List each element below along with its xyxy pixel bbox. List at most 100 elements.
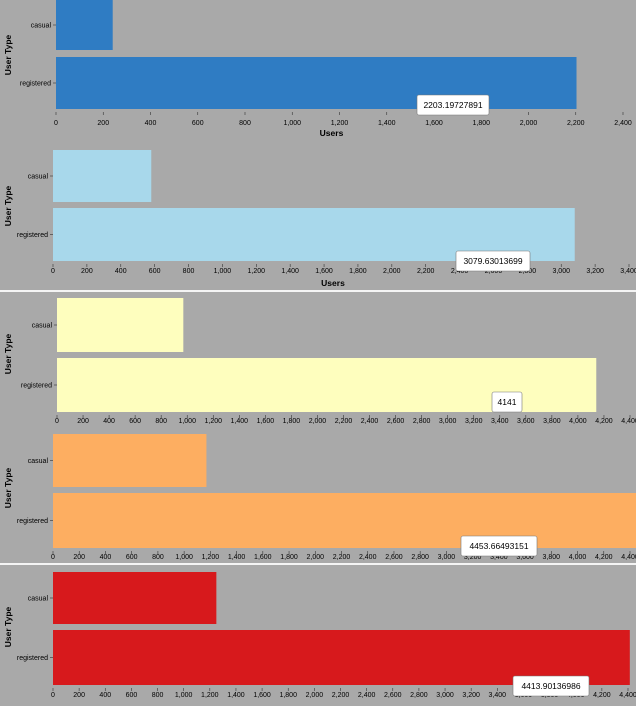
x-tick-label: 800 (183, 268, 195, 275)
x-tick-label: 3,400 (489, 692, 507, 699)
category-label-registered: registered (21, 383, 52, 390)
x-tick-label: 4,000 (569, 554, 587, 561)
x-tick-label: 2,000 (520, 120, 538, 127)
x-tick-label: 1,200 (248, 268, 266, 275)
x-tick-label: 2,400 (358, 692, 376, 699)
x-tick-label: 0 (51, 268, 55, 275)
bar-casual (53, 572, 217, 624)
y-axis-label: User Type (3, 34, 13, 75)
x-tick-label: 1,200 (205, 418, 223, 425)
category-label-registered: registered (17, 518, 48, 525)
x-tick-label: 3,200 (462, 692, 480, 699)
x-tick-label: 400 (115, 268, 127, 275)
tooltip-box (460, 535, 538, 557)
x-tick-label: 3,800 (543, 418, 561, 425)
x-tick-label: 200 (81, 268, 93, 275)
category-label-casual: casual (31, 23, 52, 30)
x-tick-label: 4,200 (595, 554, 613, 561)
chart-svg-5: User Type casual registered 0 200 400 600 800 1,… (3, 572, 636, 699)
x-tick-label: 0 (51, 692, 55, 699)
x-tick-label: 0 (54, 120, 58, 127)
x-tick-label: 1,800 (280, 554, 298, 561)
bar-casual (56, 0, 113, 50)
tooltip-box (416, 94, 490, 116)
category-label-registered: registered (17, 655, 48, 662)
x-tick-label: 1,000 (214, 268, 232, 275)
x-tick-label: 1,400 (231, 418, 249, 425)
x-tick-label: 1,000 (283, 120, 301, 127)
x-tick-label: 1,600 (315, 268, 333, 275)
x-tick-label: 2,600 (387, 418, 405, 425)
x-tick-label: 2,200 (417, 268, 435, 275)
x-tick-label: 1,200 (331, 120, 349, 127)
x-tick-label: 3,400 (491, 418, 509, 425)
category-label-casual: casual (28, 458, 49, 465)
x-tick-label: 0 (55, 418, 59, 425)
x-tick-label: 2,400 (614, 120, 632, 127)
x-tick-label: 2,600 (385, 554, 403, 561)
divider-1 (0, 290, 636, 292)
x-tick-label: 2,000 (383, 268, 401, 275)
tooltip-box (455, 250, 531, 272)
x-tick-label: 1,400 (378, 120, 396, 127)
x-tick-label: 2,200 (332, 692, 350, 699)
y-axis-label: User Type (3, 467, 13, 508)
bar-casual (57, 298, 184, 352)
x-tick-label: 2,800 (411, 554, 429, 561)
tooltip-text: 4453.66493151 (469, 541, 528, 551)
x-tick-label: 3,000 (439, 418, 457, 425)
x-tick-label: 2,000 (307, 554, 325, 561)
tooltip-text: 4413.90136986 (521, 681, 580, 691)
x-tick-label: 2,000 (309, 418, 327, 425)
x-tick-label: 3,200 (586, 268, 604, 275)
x-tick-label: 1,400 (281, 268, 299, 275)
x-tick-label: 2,400 (361, 418, 379, 425)
tooltip-box (512, 675, 590, 697)
x-tick-label: 2,200 (333, 554, 351, 561)
category-label-casual: casual (28, 174, 49, 181)
x-tick-label: 600 (149, 268, 161, 275)
tooltip-box (491, 391, 523, 413)
x-tick-label: 2,800 (519, 268, 537, 275)
x-tick-label: 1,200 (201, 692, 219, 699)
x-tick-label: 400 (99, 692, 111, 699)
x-tick-label: 800 (152, 554, 164, 561)
x-tick-label: 400 (145, 120, 157, 127)
bar-registered (53, 493, 636, 548)
category-label-registered: registered (20, 81, 51, 88)
x-tick-label: 2,800 (413, 418, 431, 425)
x-tick-label: 0 (51, 554, 55, 561)
x-tick-label: 2,400 (451, 268, 469, 275)
x-axis-label: Users (321, 278, 345, 288)
tooltip-text: 3079.63013699 (463, 256, 522, 266)
x-tick-label: 1,000 (175, 554, 193, 561)
x-tick-label: 600 (126, 692, 138, 699)
x-tick-label: 600 (192, 120, 204, 127)
category-label-casual: casual (28, 596, 49, 603)
x-tick-label: 2,600 (485, 268, 503, 275)
bar-registered (56, 57, 577, 109)
x-tick-label: 3,200 (465, 418, 483, 425)
x-tick-label: 1,000 (178, 418, 196, 425)
chart-panel-5: User Type casual registered 0 200 400 600 800 1,… (0, 565, 636, 706)
x-tick-label: 1,400 (228, 554, 246, 561)
x-tick-label: 600 (129, 418, 141, 425)
x-tick-label: 2,400 (359, 554, 377, 561)
x-tick-label: 200 (77, 418, 89, 425)
category-label-casual: casual (32, 323, 53, 330)
x-tick-label: 2,600 (384, 692, 402, 699)
x-tick-label: 1,200 (202, 554, 220, 561)
x-tick-label: 200 (73, 692, 85, 699)
tooltip-text: 4141 (498, 397, 517, 407)
bar-casual (53, 150, 152, 202)
x-tick-label: 800 (152, 692, 164, 699)
y-axis-label: User Type (3, 606, 13, 647)
x-tick-label: 1,600 (257, 418, 275, 425)
x-tick-label: 1,800 (349, 268, 367, 275)
